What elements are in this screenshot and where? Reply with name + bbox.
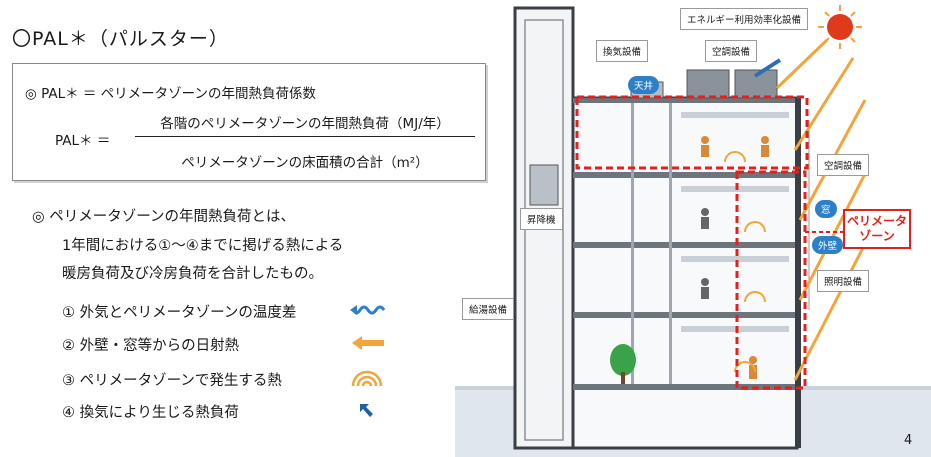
ventilation-arrow-icon [360, 404, 373, 417]
heat-item-4: ④ 換気により生じる熱負荷 [62, 405, 239, 421]
label-ac-side: 空調設備 [817, 154, 870, 176]
orange-arrow-icon [352, 336, 384, 350]
label-ac-top: 空調設備 [705, 40, 758, 62]
perimeter-zone-label: ペリメータ ゾーン [843, 209, 911, 249]
heat-item-2: ② 外壁・窓等からの日射熱 [62, 338, 240, 354]
wave-arrow-icon [350, 305, 386, 315]
body-line-1: ◎ ペリメータゾーンの年間熱負荷とは、 [32, 209, 296, 225]
heat-item-3: ③ ペリメータゾーンで発生する熱 [62, 373, 282, 389]
label-outer-wall: 外壁 [812, 236, 844, 254]
body-line-3: 暖房負荷及び冷房負荷を合計したもの。 [62, 266, 323, 282]
heat-item-1: ① 外気とペリメータゾーンの温度差 [62, 305, 297, 321]
formula-numerator: 各階のペリメータゾーンの年間熱負荷（MJ/年） [160, 116, 450, 132]
building-diagram [455, 5, 931, 457]
label-lighting: 照明設備 [817, 270, 870, 292]
body-line-2: 1年間における①～④までに掲げる熱による [62, 238, 344, 254]
page-number: 4 [904, 433, 913, 448]
label-elevator: 昇降機 [520, 208, 563, 230]
label-ceiling: 天井 [628, 76, 660, 94]
definition-line: ◎ PAL＊ ＝ ペリメータゾーンの年間熱負荷係数 [25, 86, 317, 102]
formula-lhs: PAL＊ ＝ [55, 133, 111, 149]
label-energy-efficiency: エネルギー利用効率化設備 [680, 8, 809, 30]
label-window: 窓 [815, 200, 837, 218]
fraction-bar [135, 136, 475, 137]
label-ventilation: 換気設備 [596, 40, 649, 62]
label-water-heater: 給湯設備 [462, 298, 515, 320]
formula-denominator: ペリメータゾーンの床面積の合計（m²） [181, 155, 429, 171]
page-heading: 〇PAL＊（パルスター） [12, 28, 229, 50]
heat-arc-icon [351, 370, 383, 387]
definition-box: ◎ PAL＊ ＝ ペリメータゾーンの年間熱負荷係数 PAL＊ ＝ 各階のペリメー… [12, 63, 486, 181]
